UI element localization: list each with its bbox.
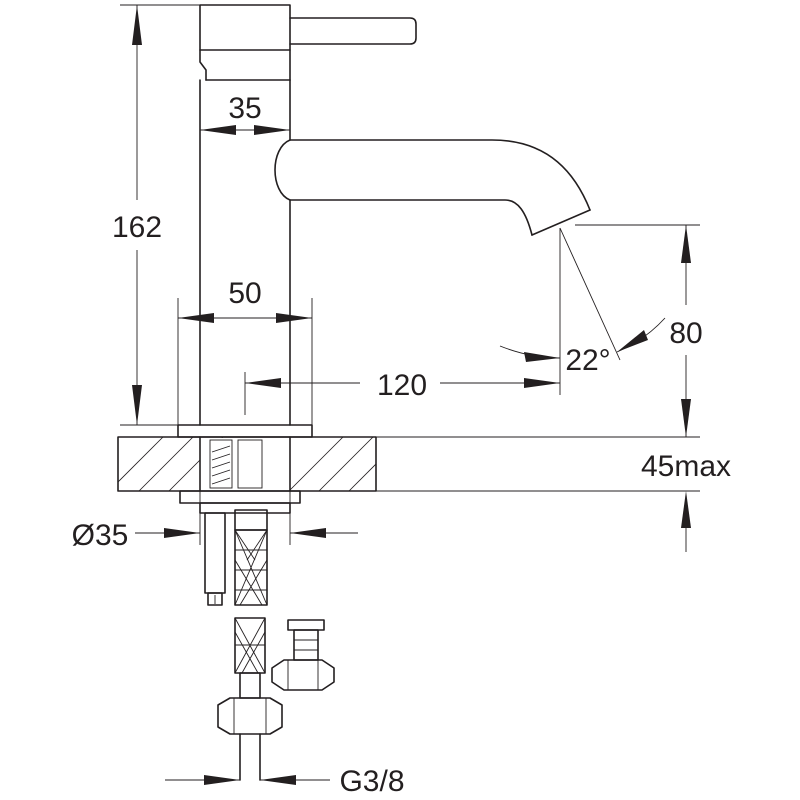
dimension-connection-thread: G3/8 (165, 765, 405, 798)
dimension-spout-angle: 22° (499, 227, 666, 377)
height-label: 162 (112, 211, 162, 244)
thread-label: G3/8 (339, 765, 404, 798)
counter-thickness-label: 45max (641, 450, 731, 483)
dimension-spout-height: 80 (376, 224, 703, 438)
dimension-column-width: 35 (200, 92, 290, 135)
base-width-label: 50 (228, 277, 261, 310)
countertop-hatching (118, 437, 376, 491)
hole-diameter-label: Ø35 (72, 519, 129, 552)
dimension-total-height: 162 (112, 4, 200, 426)
dimension-hole-diameter: Ø35 (72, 491, 358, 552)
countertop-section (117, 436, 377, 492)
dimension-base-width: 50 (177, 277, 313, 425)
faucet-body (177, 4, 591, 438)
dimension-counter-thickness: 45max (376, 450, 731, 552)
spout-height-label: 80 (669, 317, 702, 350)
dimension-reach: 120 (244, 228, 561, 415)
column-width-label: 35 (228, 92, 261, 125)
under-counter-hardware (179, 490, 335, 781)
angle-label: 22° (565, 344, 610, 377)
reach-label: 120 (377, 369, 427, 402)
